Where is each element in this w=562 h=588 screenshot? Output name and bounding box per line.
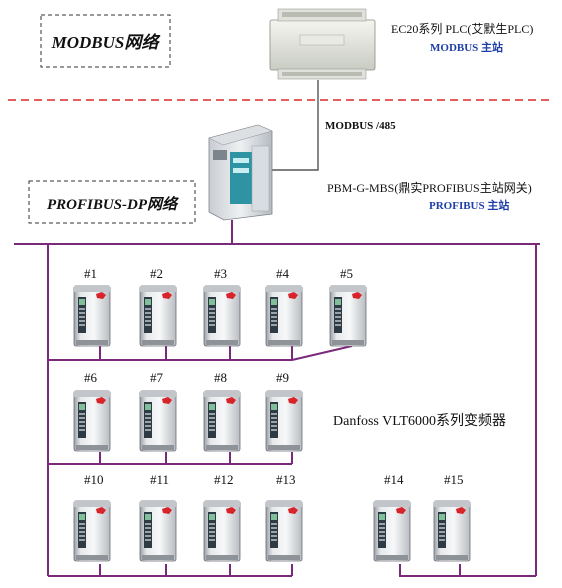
modbus-link-label: MODBUS /485 [325, 120, 396, 132]
profibus-bus [14, 220, 540, 577]
drive-label-5: #5 [340, 266, 353, 281]
drive-2 [139, 285, 177, 347]
drive-label-6: #6 [84, 370, 98, 385]
drive-4 [265, 285, 303, 347]
drive-12 [203, 500, 241, 562]
plc-device [269, 8, 376, 80]
plc-title: EC20系列 PLC(艾默生PLC) [391, 21, 533, 36]
drive-series-label: Danfoss VLT6000系列变频器 [333, 413, 506, 429]
modbus-network-box [40, 14, 171, 68]
gateway-device [208, 124, 273, 221]
drive-3 [203, 285, 241, 347]
drive-label-11: #11 [150, 472, 169, 487]
drive-label-1: #1 [84, 266, 97, 281]
drive-label-3: #3 [214, 266, 227, 281]
drive-label-9: #9 [276, 370, 289, 385]
drive-8 [203, 390, 241, 452]
drive-label-7: #7 [150, 370, 164, 385]
drive-14 [373, 500, 411, 562]
drive-10 [73, 500, 111, 562]
modbus-link-line [271, 80, 319, 171]
drive-label-10: #10 [84, 472, 104, 487]
plc-role: MODBUS 主站 [430, 40, 503, 54]
drive-5 [329, 285, 367, 347]
drive-9 [265, 390, 303, 452]
modbus-network-label: MODBUS网络 [51, 33, 162, 52]
profibus-network-box [28, 180, 196, 224]
drive-15 [433, 500, 471, 562]
drive-label-12: #12 [214, 472, 234, 487]
gateway-title: PBM-G-MBS(鼎实PROFIBUS主站网关) [327, 180, 532, 195]
gateway-role: PROFIBUS 主站 [429, 198, 509, 212]
drive-label-13: #13 [276, 472, 296, 487]
drive-label-4: #4 [276, 266, 290, 281]
drive-label-2: #2 [150, 266, 163, 281]
drive-7 [139, 390, 177, 452]
drive-6 [73, 390, 111, 452]
drive-label-15: #15 [444, 472, 464, 487]
drive-label-14: #14 [384, 472, 404, 487]
drive-1 [73, 285, 111, 347]
profibus-network-label: PROFIBUS-DP网络 [47, 195, 179, 213]
drive-label-8: #8 [214, 370, 227, 385]
drive-11 [139, 500, 177, 562]
drive-13 [265, 500, 303, 562]
